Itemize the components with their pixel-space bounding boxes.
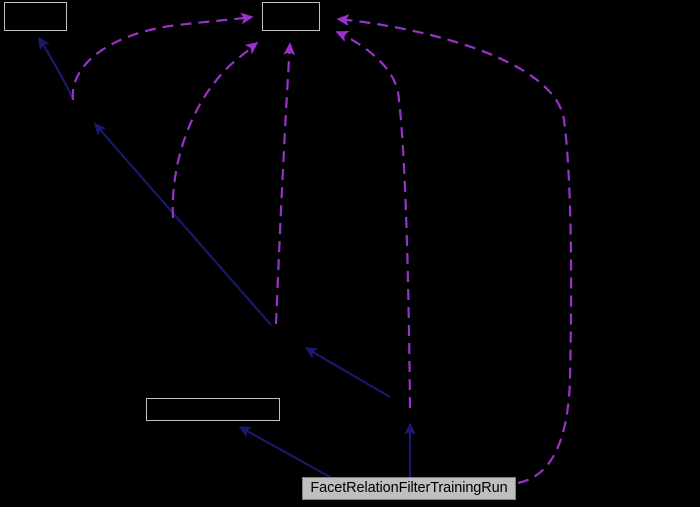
edge-usage-right-vertical	[335, 30, 412, 409]
edge-inheritance-to-bottom-middle	[238, 426, 331, 478]
edge-inheritance-diagonal-lower	[304, 347, 391, 398]
class-node-facet-relation-filter-training-run[interactable]: FacetRelationFilterTrainingRun	[302, 477, 516, 500]
edge-usage-left-arc	[71, 12, 254, 101]
edge-usage-center-vertical	[274, 42, 296, 325]
edge-usage-outer-sweep	[336, 14, 573, 485]
edge-inheritance-to-top-left	[38, 36, 73, 98]
class-node-current-label: FacetRelationFilterTrainingRun	[310, 480, 508, 497]
edge-inheritance-diagonal-upper	[93, 122, 272, 326]
class-node-top-left[interactable]	[4, 2, 67, 31]
class-node-top-middle[interactable]	[262, 2, 320, 31]
class-node-bottom-middle[interactable]	[146, 398, 280, 421]
edge-usage-mid-arc	[171, 42, 259, 219]
